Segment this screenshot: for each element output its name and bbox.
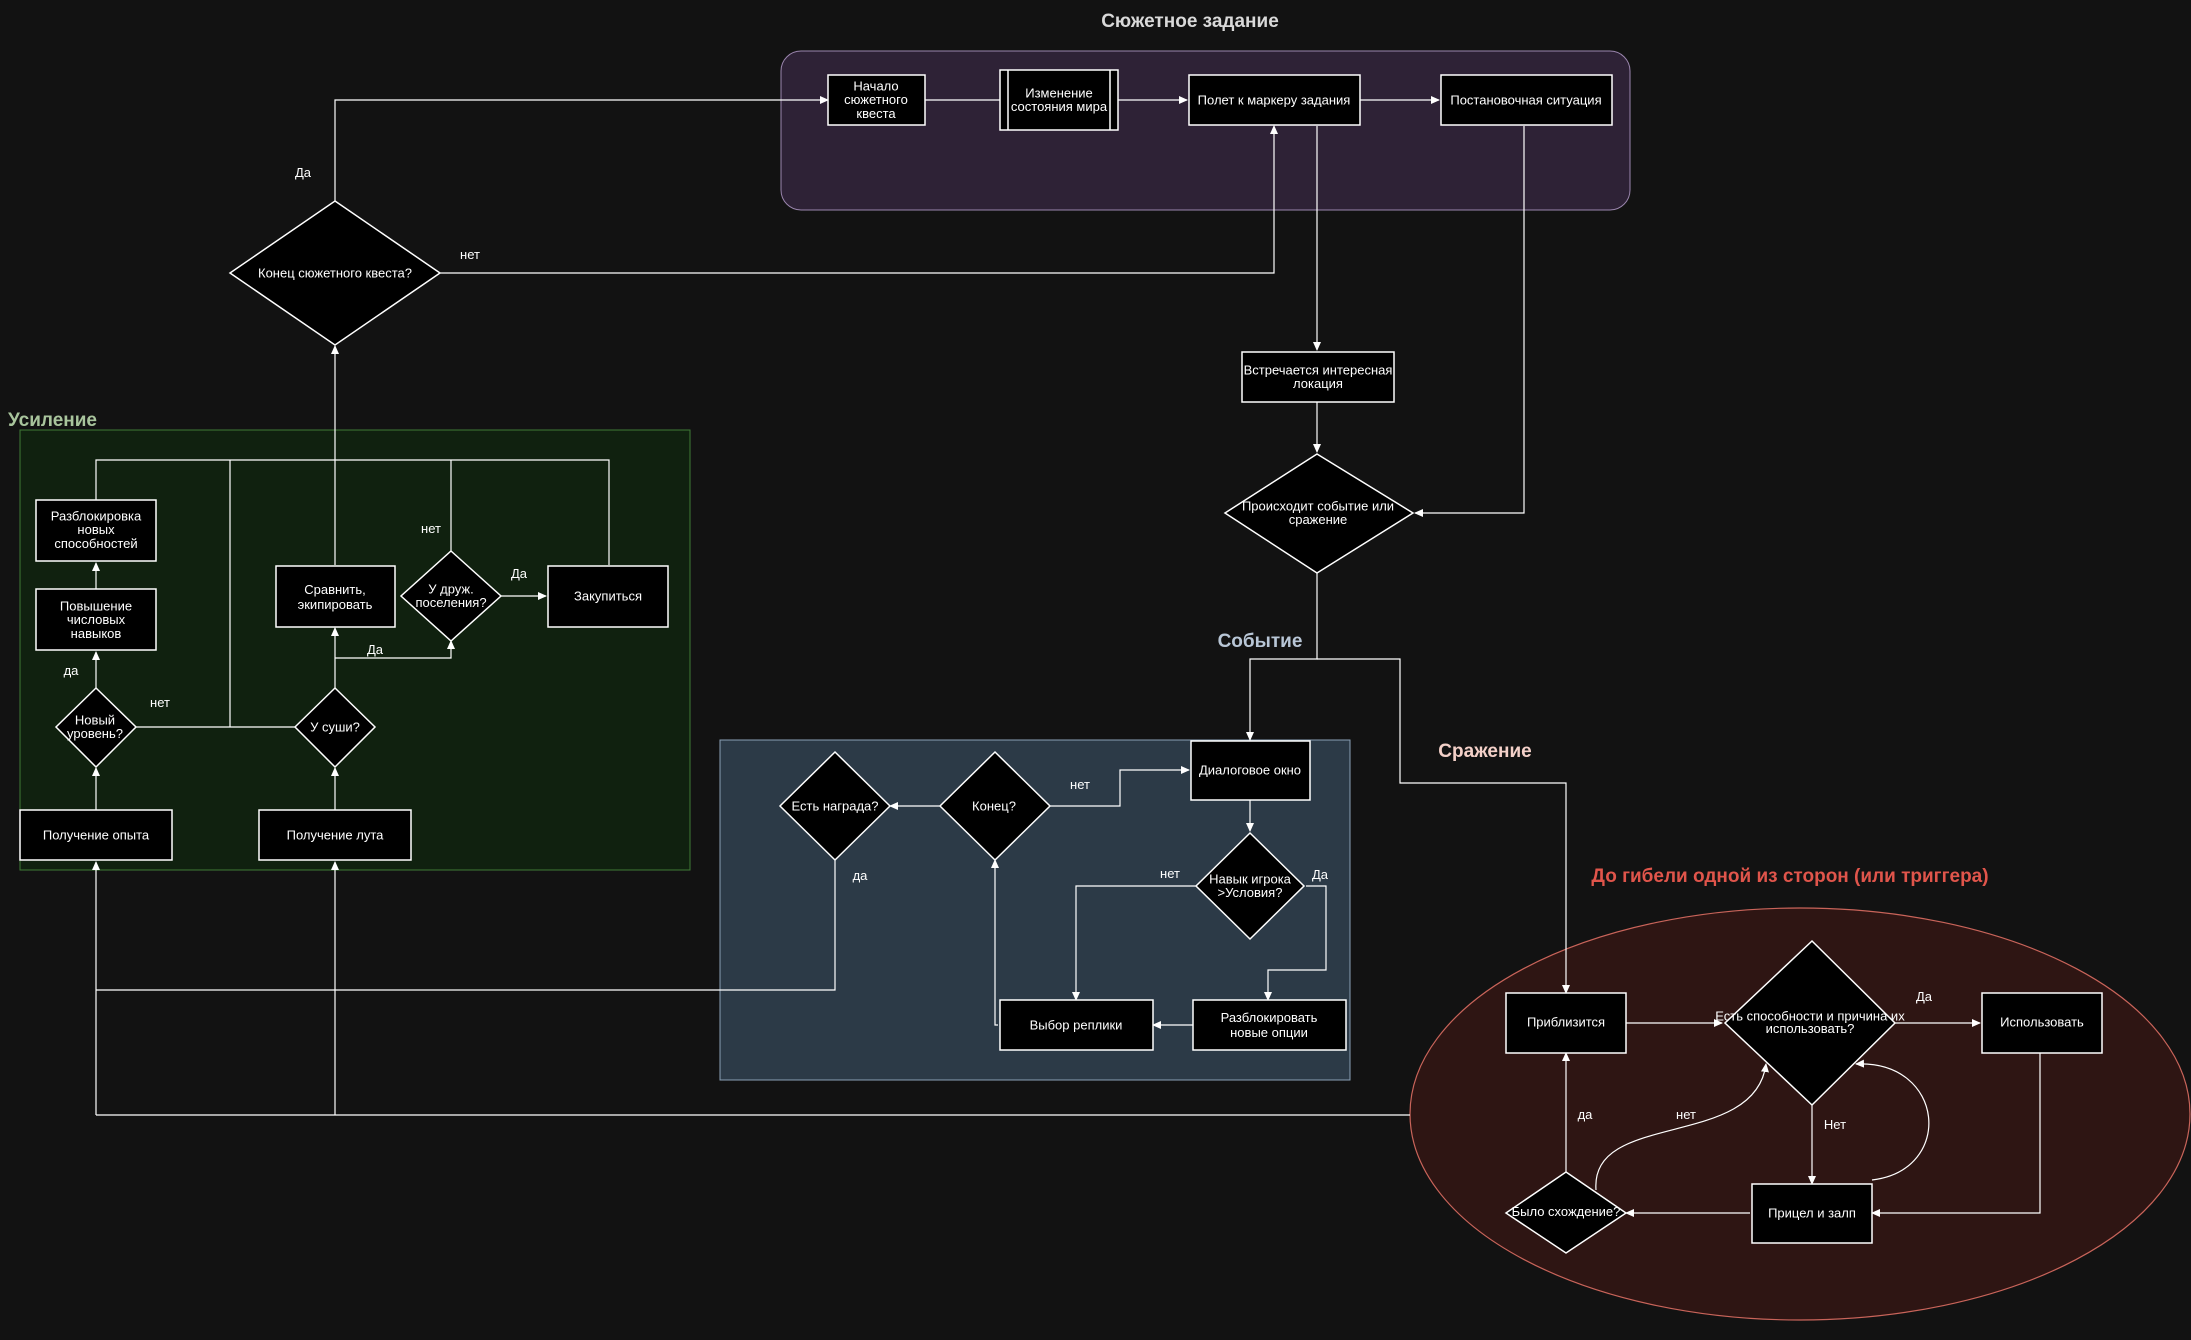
- label-compare-equip: Сравнить,экипировать: [298, 582, 373, 612]
- label-choose-line: Выбор реплики: [1030, 1018, 1123, 1033]
- skill-check-diamond[interactable]: [1194, 831, 1306, 941]
- label-get-loot: Получение лута: [287, 828, 385, 843]
- edge-label-skill-no: нет: [1160, 866, 1180, 881]
- edge-converge-no: [1595, 1063, 1769, 1191]
- edge-label-land-yes: Да: [367, 642, 384, 657]
- edge-label-end-no: нет: [1070, 777, 1090, 792]
- edge-aim-to-abilities: [1855, 1059, 1930, 1181]
- edge-event-to-dialog: [1246, 573, 1318, 741]
- dialog-node[interactable]: [1190, 740, 1311, 801]
- get-loot-node[interactable]: [258, 809, 412, 861]
- location-node[interactable]: [1241, 351, 1395, 403]
- label-quest-end: Конец сюжетного квеста?: [258, 266, 412, 281]
- event-group-title: Событие: [1218, 631, 1303, 652]
- edge-event-to-approach: [1317, 658, 1570, 994]
- edge-label-quest-no: нет: [460, 247, 480, 262]
- raise-skills-node[interactable]: [35, 588, 157, 651]
- edge-label-conv-no: нет: [1676, 1107, 1696, 1122]
- event-or-battle-diamond[interactable]: [1223, 453, 1415, 574]
- new-level-diamond[interactable]: [54, 686, 138, 769]
- label-use: Использовать: [2000, 1015, 2084, 1030]
- edge-label-abil-yes: Да: [1916, 989, 1933, 1004]
- label-end-q: Конец?: [972, 799, 1016, 814]
- edge-land-to-settlement: [335, 640, 455, 659]
- death-condition-title: До гибели одной из сторон (или триггера): [1591, 866, 1988, 887]
- edge-label-level-yes: да: [64, 663, 80, 678]
- label-reward-q: Есть награда?: [791, 799, 878, 814]
- boost-group-title: Усиление: [8, 410, 97, 431]
- converge-diamond[interactable]: [1504, 1171, 1628, 1254]
- quest-end-diamond[interactable]: [228, 200, 442, 346]
- edge-use-to-aim: [1871, 1053, 2041, 1217]
- choose-line-node[interactable]: [999, 999, 1154, 1051]
- label-shop: Закупиться: [574, 589, 642, 604]
- shop-node[interactable]: [547, 565, 669, 628]
- label-on-land: У суши?: [310, 720, 360, 735]
- reward-diamond[interactable]: [778, 750, 892, 862]
- staged-node[interactable]: [1440, 74, 1613, 126]
- world-change-node[interactable]: [999, 69, 1119, 131]
- edge-label-conv-yes: да: [1578, 1107, 1594, 1122]
- get-xp-node[interactable]: [19, 809, 173, 861]
- battle-group-title: Сражение: [1438, 741, 1531, 762]
- end-diamond[interactable]: [938, 750, 1052, 862]
- flight-node[interactable]: [1188, 74, 1361, 126]
- compare-equip-node[interactable]: [275, 565, 396, 628]
- edge-reward-yes: [96, 860, 836, 991]
- aim-fire-node[interactable]: [1751, 1183, 1873, 1244]
- label-flight: Полет к маркеру задания: [1198, 93, 1351, 108]
- edge-label-quest-yes: Да: [295, 165, 312, 180]
- use-node[interactable]: [1981, 992, 2103, 1054]
- edge-label-skill-yes: Да: [1312, 867, 1329, 882]
- label-dialog: Диалоговое окно: [1199, 763, 1301, 778]
- abilities-diamond[interactable]: [1723, 939, 1897, 1107]
- edge-questend-yes: [334, 96, 829, 201]
- edge-top-bus: [95, 459, 610, 565]
- edge-label-settle-yes: Да: [511, 566, 528, 581]
- friendly-settlement-diamond[interactable]: [399, 549, 503, 643]
- label-approach: Приблизится: [1527, 1015, 1605, 1030]
- edge-questend-no: [440, 125, 1278, 274]
- story-group: [780, 50, 1631, 211]
- edge-label-abil-no: Нет: [1824, 1117, 1846, 1132]
- edge-end-no: [1050, 766, 1190, 807]
- edge-choose-to-end: [991, 859, 999, 1026]
- label-skill-check: Навык игрока>Условия?: [1209, 871, 1292, 900]
- story-group-title: Сюжетное задание: [1101, 11, 1279, 32]
- label-get-xp: Получение опыта: [43, 828, 150, 843]
- label-staged: Постановочная ситуация: [1450, 93, 1601, 108]
- edge-label-reward-yes: да: [853, 868, 869, 883]
- approach-node[interactable]: [1505, 992, 1627, 1054]
- label-aim-fire: Прицел и залп: [1768, 1206, 1856, 1221]
- on-land-diamond[interactable]: [293, 686, 377, 769]
- edge-label-settle-no: нет: [421, 521, 441, 536]
- edge-staged-to-event: [1414, 126, 1525, 517]
- edge-skill-yes: [1264, 885, 1327, 1001]
- unlock-abilities-node[interactable]: [35, 499, 157, 562]
- edge-label-level-no: нет: [150, 695, 170, 710]
- unlock-options-node[interactable]: [1192, 999, 1347, 1051]
- edge-skill-no: [1072, 885, 1196, 1001]
- label-converge-q: Было схождение?: [1512, 1204, 1621, 1219]
- label-friendly-settlement: У друж.поселения?: [415, 581, 486, 610]
- quest-start-node[interactable]: [827, 74, 926, 126]
